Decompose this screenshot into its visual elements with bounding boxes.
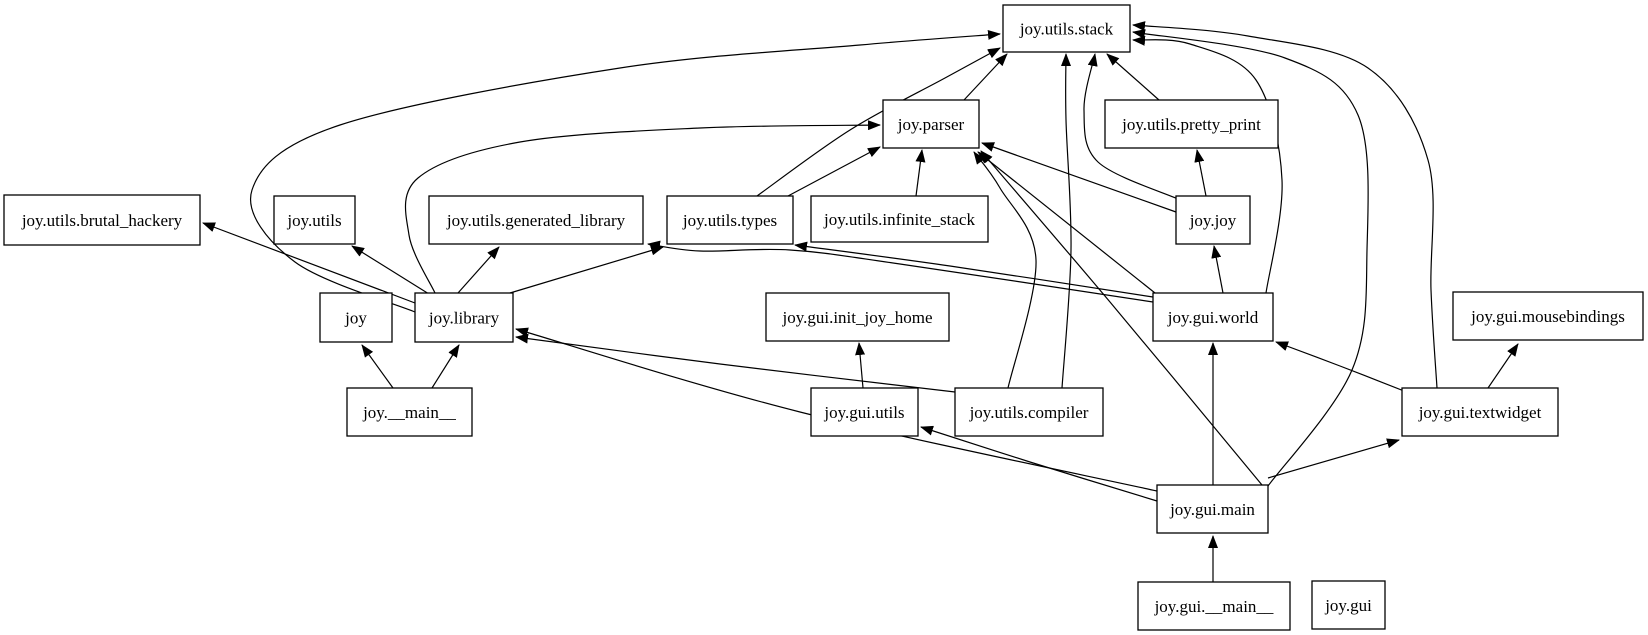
edge-joy_gui_main-to-joy_utils_stack	[1132, 29, 1369, 487]
nodes-layer: joy.utils.stack joy.parser joy.utils.prett…	[3, 4, 1644, 631]
node-joy_utils_compiler: joy.utils.compiler	[954, 387, 1104, 437]
edge-joy_utils_compiler-to-joy_parser	[973, 151, 1037, 389]
edge-joy_utils_pretty_print-to-joy_utils_stack	[1106, 53, 1160, 101]
node-label-joy_utils_brutal_hackery: joy.utils.brutal_hackery	[21, 211, 183, 230]
node-joy_utils_types: joy.utils.types	[666, 195, 794, 245]
edge-joy_gui_main-to-joy_gui_utils	[920, 425, 1158, 502]
edge-joy_gui_world-to-joy_utils_types	[794, 241, 1154, 298]
node-box-joy_gui_world	[1152, 292, 1274, 342]
edge-joy_library-to-joy_utils_types	[509, 245, 664, 294]
edge-joy_parser-to-joy_utils_stack	[963, 53, 1008, 101]
node-label-joy_utils_stack: joy.utils.stack	[1019, 20, 1114, 39]
node-joy_gui_mousebindings: joy.gui.mousebindings	[1452, 291, 1644, 341]
node-joy: joy	[319, 292, 393, 343]
node-box-joy_utils_types	[666, 195, 794, 245]
node-label-joy_utils_compiler: joy.utils.compiler	[969, 403, 1089, 422]
node-box-joy_parser	[882, 99, 980, 149]
edge-joy_main-to-joy	[361, 344, 394, 389]
edge-joy_library-to-joy_utils_brutal_hackery	[202, 222, 416, 304]
node-label-joy_joy: joy.joy	[1189, 211, 1237, 230]
node-joy_utils_pretty_print: joy.utils.pretty_print	[1104, 99, 1279, 149]
edge-joy_joy-to-joy_parser	[981, 142, 1177, 213]
node-joy_utils_generated_library: joy.utils.generated_library	[428, 195, 644, 245]
node-box-joy_main	[346, 387, 473, 437]
edge-joy_joy-to-joy_utils_stack	[1083, 53, 1179, 200]
node-joy_parser: joy.parser	[882, 99, 980, 149]
node-box-joy_gui_mousebindings	[1452, 291, 1644, 341]
edge-joy_library-to-joy_utils_generated_library	[457, 246, 500, 294]
edge-joy_utils_compiler-to-joy_utils_stack	[1060, 53, 1072, 389]
edge-joy_gui_utils-to-joy_gui_init_joy_home	[855, 342, 866, 389]
node-joy_utils_infinite_stack: joy.utils.infinite_stack	[810, 195, 989, 243]
node-label-joy_main: joy.__main__	[362, 403, 456, 422]
node-joy_gui_utils: joy.gui.utils	[810, 387, 919, 437]
node-joy_utils: joy.utils	[273, 195, 356, 245]
node-box-joy_utils_generated_library	[428, 195, 644, 245]
node-label-joy_gui_init_joy_home: joy.gui.init_joy_home	[781, 308, 932, 327]
node-joy_gui: joy.gui	[1311, 580, 1386, 630]
edge-joy_utils_compiler-to-joy_library	[515, 333, 956, 393]
node-label-joy_utils_infinite_stack: joy.utils.infinite_stack	[823, 210, 975, 229]
node-label-joy_gui_mousebindings: joy.gui.mousebindings	[1470, 307, 1625, 326]
node-box-joy_gui_utils	[810, 387, 919, 437]
node-joy_gui_init_joy_home: joy.gui.init_joy_home	[765, 292, 950, 342]
node-joy_joy: joy.joy	[1175, 195, 1251, 245]
node-label-joy_utils_types: joy.utils.types	[682, 211, 777, 230]
edge-joy_gui_main-to-joy_library	[515, 327, 1158, 492]
node-joy_main: joy.__main__	[346, 387, 473, 437]
edge-joy_library-to-joy_parser	[404, 120, 881, 294]
node-joy_gui_textwidget: joy.gui.textwidget	[1401, 387, 1559, 437]
node-label-joy_gui_textwidget: joy.gui.textwidget	[1418, 403, 1542, 422]
node-label-joy_utils_generated_library: joy.utils.generated_library	[446, 211, 626, 230]
node-label-joy_parser: joy.parser	[897, 115, 965, 134]
node-box-joy_gui_textwidget	[1401, 387, 1559, 437]
node-label-joy_utils_pretty_print: joy.utils.pretty_print	[1121, 115, 1261, 134]
edge-joy_gui_textwidget-to-joy_gui_world	[1275, 341, 1405, 392]
node-box-joy_joy	[1175, 195, 1251, 245]
edge-joy_gui_world-to-joy_utils_generated_library	[647, 240, 1154, 303]
node-joy_gui_main: joy.gui.main	[1156, 484, 1269, 534]
edge-joy_joy-to-joy_utils_pretty_print	[1194, 149, 1207, 197]
node-label-joy_library: joy.library	[428, 309, 500, 328]
node-label-joy_gui_main_main: joy.gui.__main__	[1154, 597, 1274, 616]
node-box-joy_gui_main	[1156, 484, 1269, 534]
node-box-joy_library	[414, 292, 514, 343]
node-label-joy_gui_main: joy.gui.main	[1169, 500, 1255, 519]
node-joy_utils_stack: joy.utils.stack	[1002, 4, 1131, 53]
edges-layer	[202, 21, 1519, 582]
edge-joy_gui_textwidget-to-joy_utils_stack	[1132, 21, 1438, 389]
edge-joy_gui_main-to-joy_parser	[980, 150, 1263, 486]
node-joy_utils_brutal_hackery: joy.utils.brutal_hackery	[3, 194, 201, 246]
node-box-joy	[319, 292, 393, 343]
edge-joy_library-to-joy_utils	[351, 245, 430, 295]
node-label-joy_gui: joy.gui	[1324, 596, 1372, 615]
edge-joy_gui_world-to-joy_parser	[977, 151, 1156, 294]
node-box-joy_gui_init_joy_home	[765, 292, 950, 342]
node-box-joy_gui	[1311, 580, 1386, 630]
node-box-joy_utils_compiler	[954, 387, 1104, 437]
node-box-joy_gui_main_main	[1137, 581, 1291, 631]
node-box-joy_utils_pretty_print	[1104, 99, 1279, 149]
node-label-joy_gui_world: joy.gui.world	[1167, 308, 1259, 327]
edge-joy_utils_types-to-joy_parser	[787, 146, 881, 197]
node-box-joy_utils_brutal_hackery	[3, 194, 201, 246]
node-label-joy: joy	[344, 309, 367, 328]
edge-joy_gui_main-to-joy_gui_textwidget	[1267, 438, 1400, 479]
edge-joy_gui_world-to-joy_joy	[1211, 245, 1224, 294]
node-box-joy_utils_stack	[1002, 4, 1131, 53]
node-joy_library: joy.library	[414, 292, 514, 343]
edge-joy_gui_textwidget-to-joy_gui_mousebindings	[1487, 343, 1519, 389]
node-joy_gui_world: joy.gui.world	[1152, 292, 1274, 342]
edge-joy_main-to-joy_library	[431, 344, 460, 389]
node-box-joy_utils_infinite_stack	[810, 195, 989, 243]
edge-joy_utils_infinite_stack-to-joy_parser	[915, 149, 926, 197]
node-box-joy_utils	[273, 195, 356, 245]
edge-joy_gui_world-to-joy_utils_stack	[1132, 35, 1283, 294]
edge-joy_library-to-joy_utils_stack	[250, 29, 1001, 313]
node-label-joy_gui_utils: joy.gui.utils	[823, 403, 904, 422]
node-label-joy_utils: joy.utils	[286, 211, 341, 230]
node-joy_gui_main_main: joy.gui.__main__	[1137, 581, 1291, 631]
